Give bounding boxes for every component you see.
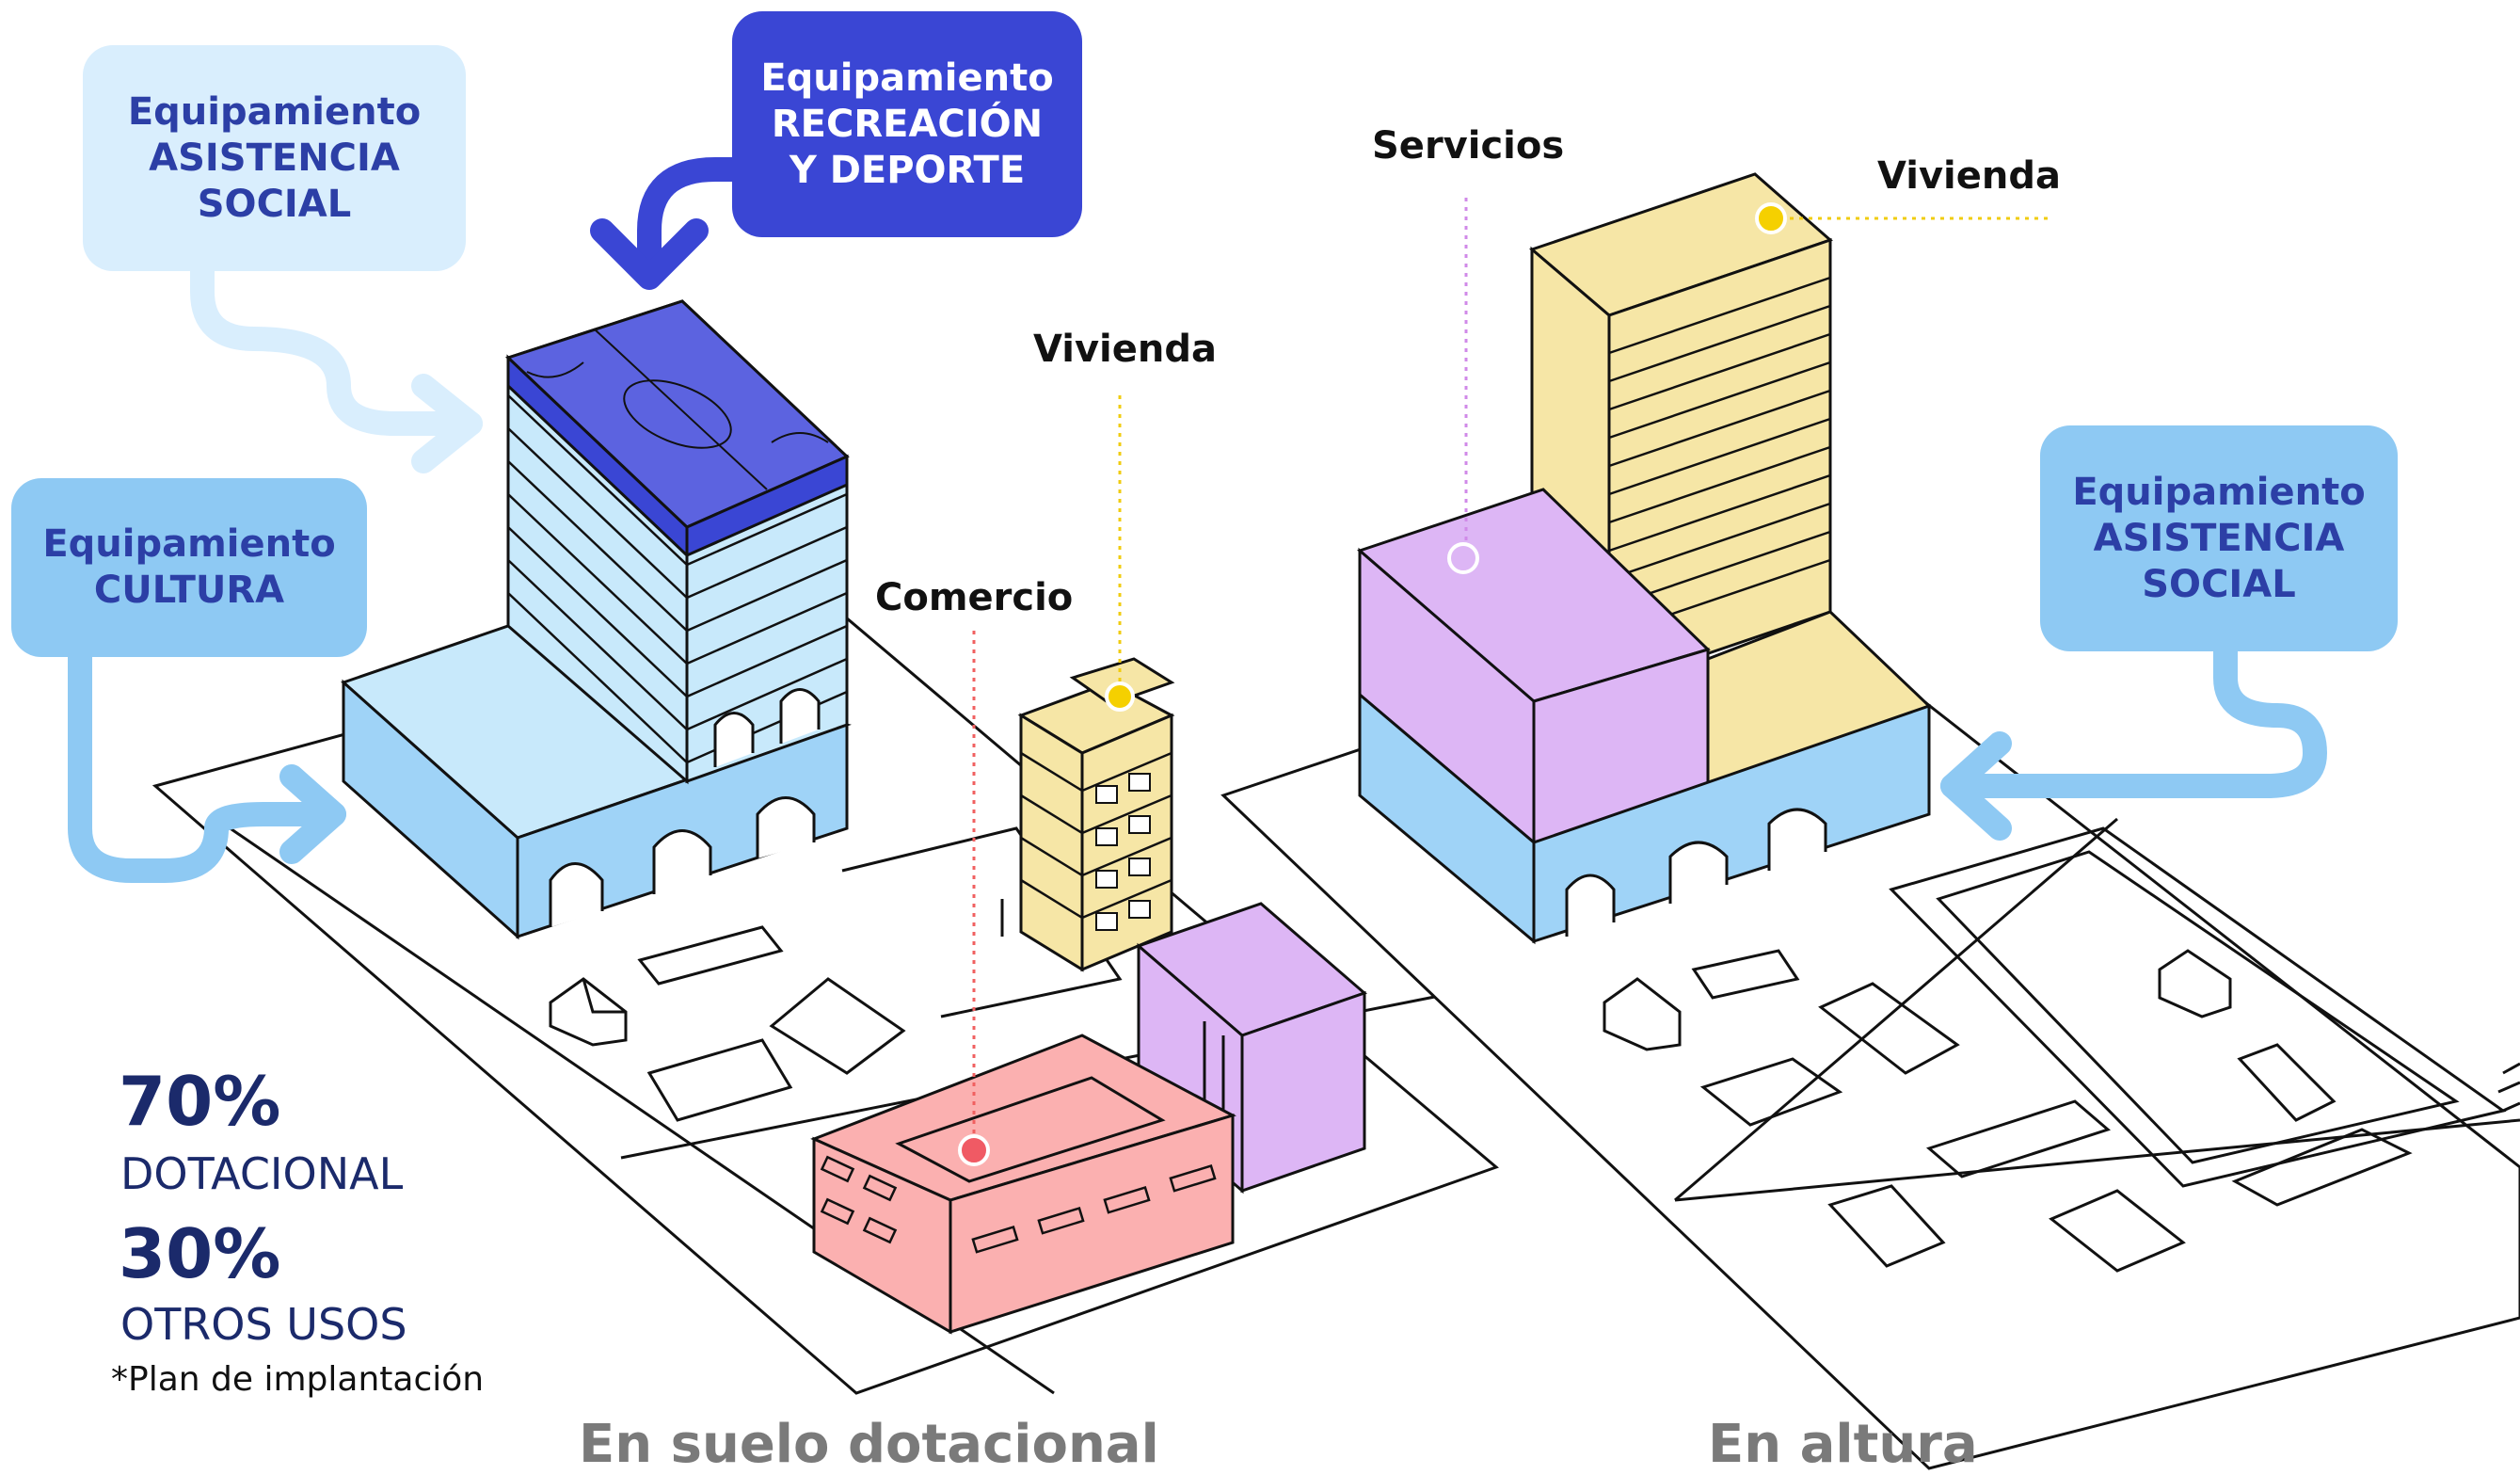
- left-housing-building: [1000, 657, 1175, 972]
- caption-suelo-dotacional: En suelo dotacional: [579, 1414, 1159, 1475]
- leader-vivienda-left: [1105, 395, 1135, 712]
- bubble-line: ASISTENCIA: [2093, 516, 2345, 560]
- label-comercio: Comercio: [875, 576, 1074, 619]
- house-left: [549, 977, 628, 1047]
- left-equipment-building: [341, 299, 852, 940]
- bubble-line: ASISTENCIA: [149, 136, 400, 180]
- plan-note: *Plan de implantación: [111, 1360, 485, 1399]
- house-right-2: [2158, 949, 2232, 1018]
- house-right-1: [1603, 977, 1682, 1051]
- bubble-line: Equipamiento: [760, 56, 1054, 100]
- arrow-asistencia-right: [1940, 637, 2327, 841]
- bubble-line: SOCIAL: [197, 182, 352, 226]
- stat-percent-dotacional: 70%: [119, 1062, 281, 1141]
- bubble-line: Equipamiento: [42, 522, 336, 566]
- caption-en-altura: En altura: [1708, 1414, 1978, 1475]
- label-vivienda-left: Vivienda: [1033, 328, 1217, 371]
- bubble-line: Y DEPORTE: [789, 148, 1026, 192]
- person-figure: [2497, 1062, 2520, 1113]
- bubble-asistencia-social-left: Equipamiento ASISTENCIA SOCIAL: [83, 45, 466, 271]
- bubble-line: RECREACIÓN: [771, 102, 1044, 146]
- stat-label-dotacional: DOTACIONAL: [120, 1148, 404, 1199]
- left-commerce-block: [810, 1034, 1236, 1335]
- bubble-recreacion-deporte: Equipamiento RECREACIÓN Y DEPORTE: [732, 11, 1082, 237]
- stat-label-otros: OTROS USOS: [120, 1299, 407, 1350]
- stat-percent-otros: 30%: [119, 1214, 281, 1293]
- arrow-asistencia-left: [190, 251, 483, 473]
- label-servicios: Servicios: [1372, 124, 1565, 168]
- label-vivienda-right: Vivienda: [1877, 154, 2061, 198]
- bubble-line: Equipamiento: [2072, 470, 2366, 514]
- bubble-line: Equipamiento: [127, 89, 422, 134]
- arrow-cultura: [68, 642, 346, 883]
- leader-comercio: [958, 631, 990, 1166]
- arrow-recreacion: [590, 157, 751, 290]
- bubble-asistencia-social-right: Equipamiento ASISTENCIA SOCIAL: [2040, 425, 2398, 651]
- leader-vivienda-right: [1755, 202, 2051, 234]
- bubble-line: CULTURA: [93, 569, 285, 612]
- right-mixed-building: [1357, 172, 1932, 945]
- bubble-line: SOCIAL: [2142, 562, 2296, 606]
- bubble-cultura: Equipamiento CULTURA: [11, 478, 367, 657]
- leader-servicios: [1447, 198, 1479, 574]
